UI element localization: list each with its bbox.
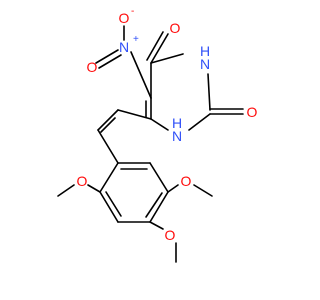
bond-nnitro-o2-a — [95, 49, 119, 64]
molecule-structure-diagram: N + O - O O N H O N H O O O — [57, 6, 258, 263]
bond-n3-c2 — [207, 73, 211, 111]
methoxy-oxygen-4pos-label: O — [165, 227, 176, 243]
nitro-oxygen-anion-label: O — [119, 10, 130, 26]
bond-ar5-ar6 — [99, 191, 119, 223]
bond-vinyl2-aryl — [97, 129, 119, 164]
bond-vinyl1-vinyl2-b — [100, 117, 116, 133]
bond-ar2-ar3 — [149, 162, 169, 193]
bond-n1-c6 — [150, 118, 169, 131]
bond-ar6-ometh2 — [87, 184, 101, 193]
carbonyl-oxygen-c2-label: O — [247, 104, 258, 120]
ring-n3-label: N — [200, 56, 210, 72]
atom-labels: N + O - O O N H O N H O O O — [77, 6, 258, 243]
bond-ar5-ar6-inner — [105, 191, 122, 217]
bond-c2-n1 — [188, 113, 211, 131]
methoxy-oxygen-5pos-label: O — [181, 173, 192, 189]
bond-c4-n3 — [150, 53, 184, 64]
carbonyl-oxygen-c4-label: O — [170, 20, 181, 36]
bond-vinyl1-vinyl2-a — [97, 109, 119, 131]
bond-ometh5-ch3 — [193, 184, 213, 197]
nitro-oxygen-charge: - — [131, 6, 134, 17]
bond-ar6-ar1 — [99, 162, 119, 193]
bond-c4-o4-a — [150, 33, 169, 64]
ring-n3-hydrogen-label: H — [200, 43, 210, 59]
methoxy-oxygen-2pos-label: O — [77, 173, 88, 189]
nitro-nitrogen-label: N — [119, 39, 129, 55]
bond-ar4-ometh4 — [149, 221, 164, 230]
bond-ar3-ometh5 — [167, 184, 179, 193]
bond-nnitro-o2-b — [98, 54, 122, 69]
bond-ar3-ar4-inner — [145, 192, 163, 218]
bonds — [57, 25, 244, 263]
bond-ar3-ar4 — [149, 191, 169, 223]
bond-ometh2-ch3 — [57, 184, 75, 197]
ring-n1-label: N — [172, 128, 182, 144]
nitro-nitrogen-charge: + — [133, 34, 139, 45]
ring-n1-hydrogen-label: H — [172, 115, 182, 131]
nitro-oxygen-label: O — [87, 59, 98, 75]
bond-c5-nnitro — [130, 51, 152, 99]
bond-c4-o4-b — [146, 31, 164, 61]
bond-c6-vinyl1 — [117, 109, 152, 120]
